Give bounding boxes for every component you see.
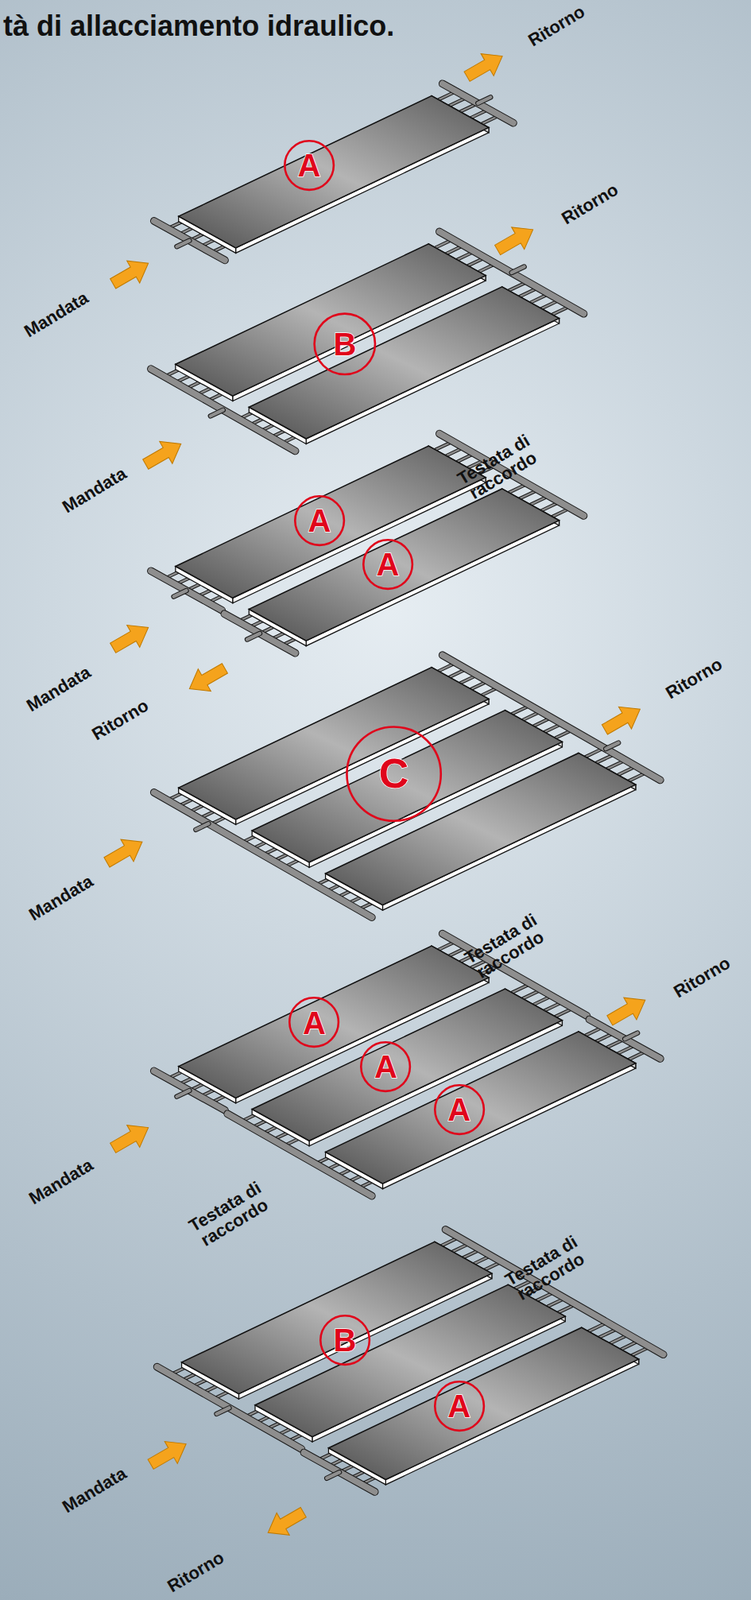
- pipe: [216, 1407, 230, 1414]
- pipe-label: Ritorno: [662, 654, 726, 703]
- circle-outline: [284, 140, 334, 190]
- pipe-label: Testata di raccordo: [495, 1228, 596, 1309]
- pipe: [511, 267, 525, 274]
- pipe-label: Ritorno: [164, 1547, 228, 1595]
- pipe: [247, 633, 260, 640]
- callout-circle: C: [344, 724, 443, 823]
- pipe: [176, 1090, 190, 1097]
- solar-panel: [325, 1031, 636, 1189]
- pipe-label: Mandata: [26, 1155, 97, 1208]
- pipe: [210, 410, 224, 417]
- pipe-label: Testata di raccordo: [448, 427, 548, 508]
- circle-outline: [294, 495, 345, 546]
- circle-outline: [320, 1315, 370, 1365]
- pipe-label: Mandata: [58, 463, 129, 516]
- circle-outline: [346, 726, 441, 821]
- pipe: [210, 410, 224, 417]
- flow-arrow: [603, 988, 652, 1031]
- pipe: [605, 743, 619, 750]
- flow-arrow: [106, 616, 155, 659]
- pipe: [176, 1090, 190, 1097]
- pipe-label: Mandata: [23, 662, 93, 716]
- circle-outline: [290, 998, 340, 1048]
- pipe: [195, 823, 209, 830]
- pipe: [247, 633, 260, 640]
- solar-panel: [325, 752, 636, 910]
- callout-letter: B: [333, 328, 357, 361]
- circle-outline: [434, 1381, 484, 1431]
- pipe: [174, 590, 187, 597]
- flow-arrow: [182, 657, 232, 700]
- callout-circle: B: [313, 312, 377, 376]
- pipe: [624, 1033, 638, 1040]
- pipe: [195, 823, 209, 830]
- solar-panel: [248, 286, 559, 445]
- callout-letter: A: [447, 1093, 471, 1126]
- flow-arrow: [144, 1432, 194, 1475]
- callout-circle: A: [288, 996, 340, 1048]
- pipe: [326, 1471, 340, 1479]
- callout-circle: A: [360, 1041, 411, 1092]
- pipe: [477, 96, 491, 104]
- solar-panel: [178, 96, 489, 254]
- callout-circle: A: [362, 538, 414, 590]
- callout-circle: A: [433, 1380, 485, 1432]
- callout-letter: A: [302, 1006, 326, 1039]
- callout-letter: A: [375, 548, 399, 581]
- callout-circle: B: [319, 1314, 371, 1366]
- callout-circle: A: [283, 139, 335, 191]
- flow-arrow: [106, 1116, 155, 1159]
- flow-arrow: [100, 830, 149, 873]
- circle-outline: [434, 1084, 484, 1135]
- pipe: [176, 240, 190, 248]
- pipe: [174, 590, 187, 597]
- pipe: [605, 743, 619, 750]
- pipe-label: Testata di raccordo: [455, 906, 555, 987]
- callout-letter: A: [307, 504, 331, 537]
- flow-arrow: [460, 45, 510, 88]
- circle-outline: [314, 313, 376, 374]
- pipe-label: Mandata: [26, 871, 97, 925]
- pipe-label: Ritorno: [558, 180, 622, 229]
- flow-arrow: [106, 251, 155, 295]
- callout-circle: A: [294, 495, 345, 546]
- callout-letter: A: [298, 149, 322, 182]
- callout-letter: A: [374, 1050, 398, 1083]
- pipe-label: Mandata: [58, 1463, 129, 1517]
- pipe-label: Ritorno: [670, 953, 734, 1002]
- circle-outline: [363, 539, 413, 589]
- pipe-label: Ritorno: [89, 695, 152, 744]
- pipe-label: Testata di raccordo: [179, 1174, 279, 1255]
- callout-letter: B: [333, 1323, 357, 1356]
- pipe-label: Mandata: [20, 288, 91, 341]
- solar-panel: [248, 488, 559, 647]
- circle-outline: [361, 1041, 411, 1092]
- callout-letter: C: [379, 752, 410, 794]
- pipe: [216, 1407, 230, 1414]
- callout-circle: A: [433, 1083, 485, 1135]
- page-title: tà di allacciamento idraulico.: [3, 9, 395, 43]
- pipe: [477, 96, 491, 104]
- flow-arrow: [261, 1501, 310, 1544]
- pipe: [326, 1471, 340, 1479]
- flow-arrow: [598, 697, 647, 740]
- pipe: [511, 267, 525, 274]
- pipe-label: Ritorno: [524, 1, 588, 50]
- pipe: [176, 240, 190, 248]
- pipe: [624, 1033, 638, 1040]
- solar-panel: [328, 1327, 639, 1485]
- flow-arrow: [491, 218, 540, 261]
- flow-arrow: [139, 433, 188, 476]
- callout-letter: A: [447, 1389, 471, 1422]
